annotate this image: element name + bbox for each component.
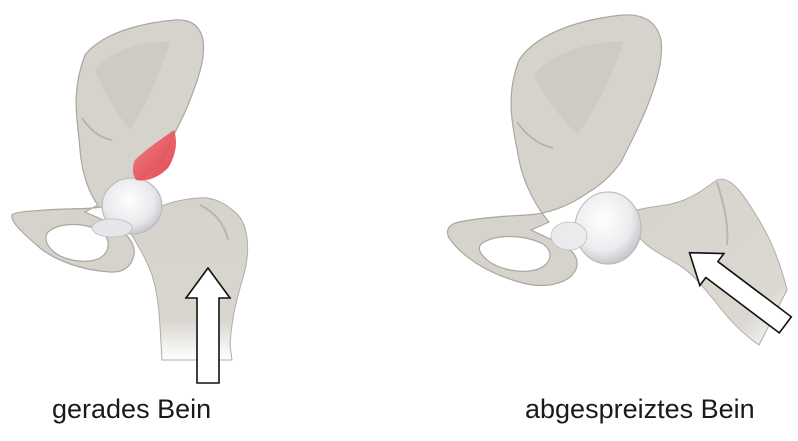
hip-joint-abducted-illustration <box>399 0 798 441</box>
abducted-leg-panel: abgespreiztes Bein <box>399 0 798 441</box>
caption-straight-leg: gerades Bein <box>52 396 211 423</box>
hip-joint-straight-illustration <box>0 0 399 441</box>
caption-abducted-leg: abgespreiztes Bein <box>525 396 755 423</box>
femoral-head <box>575 192 641 264</box>
straight-leg-panel: gerades Bein <box>0 0 399 441</box>
